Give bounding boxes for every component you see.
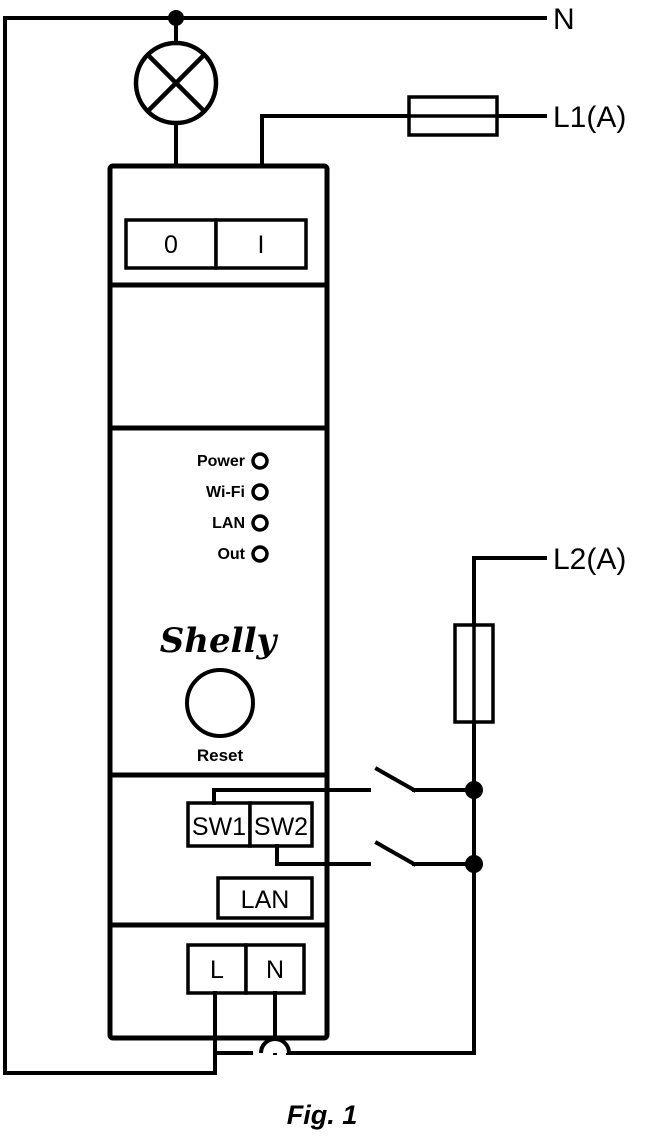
reset-button[interactable]: Reset [185,668,255,765]
led-label-lan: LAN [212,515,245,532]
shelly-logo: Shelly [160,621,279,661]
led-row-wifi: Wi-Fi [206,483,269,501]
output-terminal-0-label: 0 [164,231,178,259]
led-label-power: Power [197,453,245,470]
line-terminal-label: L [210,956,224,984]
lamp-symbol [133,16,219,242]
reset-button-label: Reset [197,746,244,765]
line2-rail-label: L2(A) [553,543,626,576]
lan-terminal-label: LAN [241,886,290,914]
line1-rail-label: L1(A) [553,101,626,134]
lan-terminal[interactable]: LAN [216,876,314,920]
led-row-power: Power [197,452,269,470]
sw1-terminal-label: SW1 [192,813,246,841]
led-label-out: Out [217,546,245,563]
led-indicator-group: Power Wi-Fi LAN Out [197,452,269,563]
sw1-wire [212,788,371,805]
output-terminal-i[interactable] [214,218,308,270]
reset-button-circle[interactable] [185,668,255,738]
neutral-rail-wire [3,16,547,1075]
out-led-icon [251,545,269,563]
switch-terminal-block: SW1 SW2 [186,801,314,848]
output-terminal-block: 0 I [124,218,308,270]
wire-crossing-hop [215,1037,291,1055]
neutral-rail-label: N [553,3,575,36]
sw2-terminal[interactable] [248,801,314,848]
led-label-wifi: Wi-Fi [206,484,245,501]
fuse-symbol-vertical [453,623,495,724]
sw2-terminal-label: SW2 [254,813,308,841]
wifi-led-icon [251,483,269,501]
fuse-symbol-horizontal [407,95,499,137]
lan-led-icon [251,514,269,532]
line-terminal[interactable] [186,943,248,995]
figure-caption: Fig. 1 [287,1100,358,1130]
sw2-wire [275,844,371,866]
led-row-lan: LAN [212,514,269,532]
output-terminal-i-label: I [258,231,265,259]
led-row-out: Out [217,545,269,563]
power-led-icon [251,452,269,470]
power-terminal-block: L N [186,943,306,995]
neutral-terminal-label: N [266,956,284,984]
